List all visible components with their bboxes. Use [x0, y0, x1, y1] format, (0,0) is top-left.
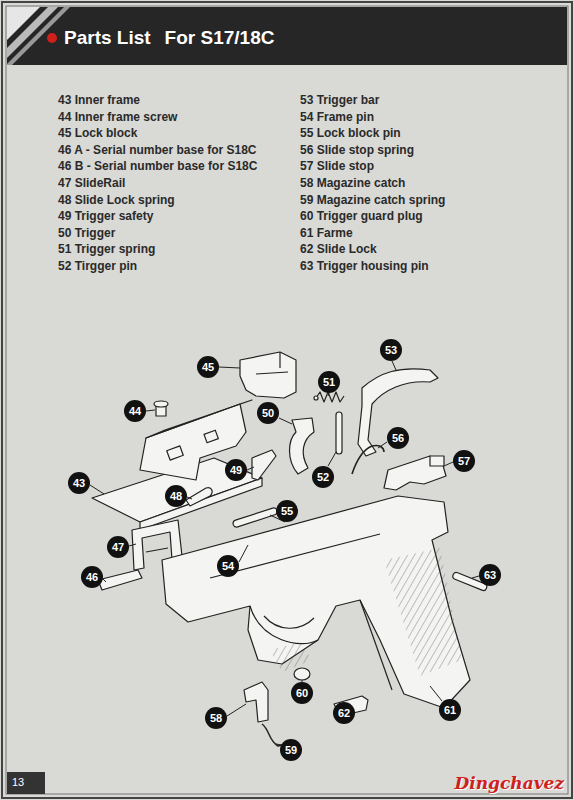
callout-text: 60 [296, 687, 308, 699]
parts-list-entry: 45 Lock block [58, 126, 137, 140]
callout-text: 59 [285, 744, 297, 756]
callout-text: 52 [317, 471, 329, 483]
callout-number: 51 [318, 371, 340, 393]
callout-text: 49 [230, 464, 242, 476]
callout-text: 47 [112, 541, 124, 553]
parts-list-entry: 60 Trigger guard plug [300, 209, 423, 223]
callout-text: 51 [323, 376, 335, 388]
model-subtitle: For S17/18C [165, 27, 275, 49]
callout-text: 55 [281, 505, 293, 517]
callout-number: 52 [312, 466, 334, 488]
parts-list-entry: 54 Frame pin [300, 110, 374, 124]
parts-list-entry: 62 Slide Lock [300, 242, 377, 256]
callout-text: 44 [129, 405, 141, 417]
callout-text: 48 [170, 490, 182, 502]
callout-number: 50 [257, 402, 279, 424]
callout-text: 61 [444, 704, 456, 716]
callout-number: 45 [197, 356, 219, 378]
callout-number: 61 [439, 699, 461, 721]
callout-number: 47 [107, 536, 129, 558]
callout-number: 55 [276, 500, 298, 522]
parts-list-entry: 55 Lock block pin [300, 126, 401, 140]
callout-number: 59 [280, 739, 302, 761]
callout-text: 63 [484, 569, 496, 581]
page-title: Parts List [64, 27, 151, 49]
callout-text: 46 [86, 571, 98, 583]
parts-list-entry: 46 A - Serial number base for S18C [58, 143, 257, 157]
parts-list-entry: 47 SlideRail [58, 176, 125, 190]
callout-text: 57 [458, 455, 470, 467]
callout-number: 57 [453, 450, 475, 472]
callout-number: 53 [380, 339, 402, 361]
callout-text: 56 [392, 432, 404, 444]
callout-number: 54 [217, 555, 239, 577]
callout-text: 53 [385, 344, 397, 356]
callout-number: 43 [68, 472, 90, 494]
callout-number: 49 [225, 459, 247, 481]
callout-number: 48 [165, 485, 187, 507]
parts-list-entry: 53 Trigger bar [300, 93, 379, 107]
parts-list-entry: 52 Tirgger pin [58, 259, 137, 273]
callout-text: 58 [210, 712, 222, 724]
parts-list-entry: 63 Trigger housing pin [300, 259, 429, 273]
callout-number: 44 [124, 400, 146, 422]
parts-list-entry: 61 Farme [300, 226, 353, 240]
parts-list-entry: 59 Magazine catch spring [300, 193, 445, 207]
callout-number: 46 [81, 566, 103, 588]
parts-list-entry: 56 Slide stop spring [300, 143, 414, 157]
parts-list-entry: 49 Trigger safety [58, 209, 153, 223]
parts-list-entry: 46 B - Serial number base for S18C [58, 159, 257, 173]
parts-list-entry: 58 Magazine catch [300, 176, 405, 190]
callout-text: 50 [262, 407, 274, 419]
callout-text: 45 [202, 361, 214, 373]
parts-list-entry: 43 Inner frame [58, 93, 140, 107]
parts-list-entry: 48 Slide Lock spring [58, 193, 175, 207]
parts-list-entry: 44 Inner frame screw [58, 110, 177, 124]
callout-number: 62 [333, 702, 355, 724]
callout-number: 58 [205, 707, 227, 729]
page-number: 13 [12, 776, 24, 788]
callout-number: 63 [479, 564, 501, 586]
callout-text: 54 [222, 560, 234, 572]
parts-list-entry: 50 Trigger [58, 226, 115, 240]
callout-number: 56 [387, 427, 409, 449]
callout-number: 60 [291, 682, 313, 704]
callout-text: 43 [73, 477, 85, 489]
watermark: Dingchavez [454, 773, 564, 793]
parts-list-entry: 57 Slide stop [300, 159, 374, 173]
callout-text: 62 [338, 707, 350, 719]
parts-list-entry: 51 Trigger spring [58, 242, 155, 256]
